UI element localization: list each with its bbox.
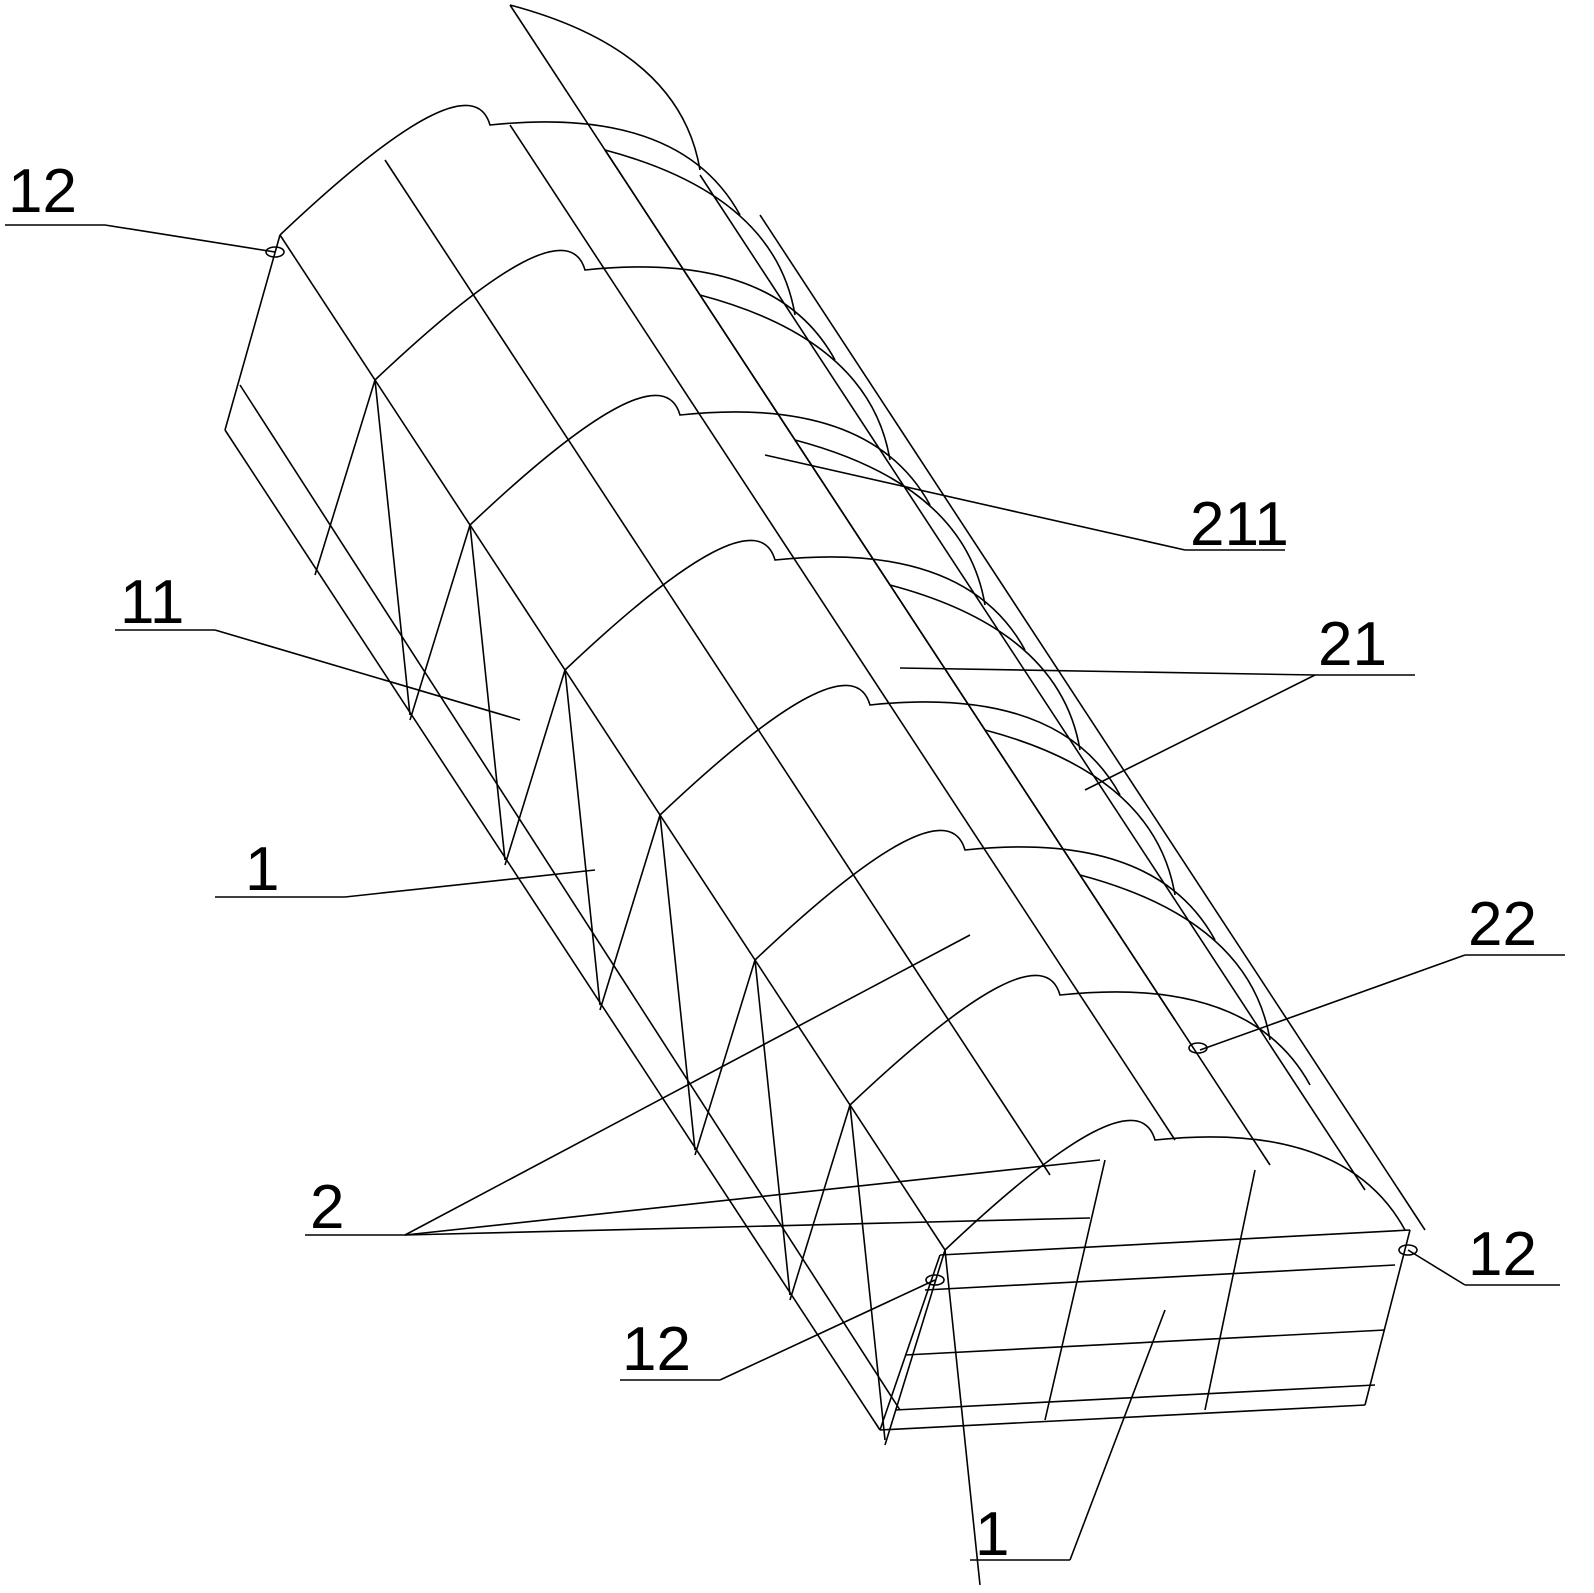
brace-line (754, 959, 791, 1296)
longitudinal-line (759, 214, 1426, 1231)
mounting-hole (1398, 1244, 1418, 1256)
longitudinal-line (279, 234, 946, 1251)
leader-line (404, 1217, 1091, 1236)
longitudinal-line (384, 159, 1051, 1176)
box-edge (224, 234, 281, 431)
leader-line (764, 454, 1186, 551)
arch-rib (279, 104, 741, 236)
side-fin (794, 439, 986, 606)
leader-line (899, 667, 1316, 676)
reference-labels: 12 211 11 21 1 22 2 12 12 1 (8, 157, 1537, 1569)
brace-line (564, 669, 601, 1006)
leader-line (214, 629, 521, 721)
leader-line (344, 869, 596, 898)
box-edge (224, 429, 881, 1431)
label-2: 2 (310, 1173, 344, 1242)
front-box-edge (939, 1229, 1411, 1256)
front-box-line (894, 1384, 1376, 1411)
brace-line (659, 814, 696, 1151)
leader-line (1069, 1309, 1166, 1561)
label-12-right: 12 (1468, 1220, 1537, 1289)
side-fin (604, 149, 796, 316)
leader-line (1407, 1249, 1466, 1286)
brace-line (504, 669, 566, 866)
longitudinal-line (509, 4, 1176, 1021)
front-box-line (1044, 1159, 1106, 1421)
front-box-line (924, 1264, 1396, 1291)
brace-line (694, 959, 756, 1156)
front-box-line (1204, 1169, 1256, 1411)
label-211: 211 (1190, 490, 1289, 559)
side-fin (889, 584, 1081, 751)
leader-line (1199, 954, 1466, 1051)
arched-structure (224, 4, 1426, 1586)
leader-line (404, 1159, 1101, 1236)
label-21: 21 (1318, 610, 1387, 679)
longitudinal-line (509, 124, 1176, 1141)
mounting-hole (265, 246, 285, 258)
label-1-bottom: 1 (975, 1500, 1009, 1569)
leader-line (404, 934, 971, 1236)
brace-line (374, 379, 411, 716)
brace-line (314, 379, 376, 576)
leader-line (1084, 674, 1316, 791)
leader-line (104, 224, 276, 253)
side-fin (984, 729, 1176, 896)
side-fin (699, 294, 891, 461)
leader-lines (5, 224, 1565, 1561)
brace-line (469, 524, 506, 861)
label-1-left: 1 (245, 835, 279, 904)
label-22: 22 (1468, 890, 1537, 959)
side-fin (1079, 874, 1271, 1041)
brace-line (944, 1249, 981, 1586)
label-11: 11 (120, 568, 184, 637)
front-box-edge (1364, 1229, 1411, 1406)
brace-line (789, 1104, 851, 1301)
box-edge (239, 384, 901, 1411)
brace-line (599, 814, 661, 1011)
longitudinal-line (699, 174, 1366, 1191)
label-12-top-left: 12 (8, 157, 77, 226)
brace-line (884, 1249, 946, 1446)
front-box-edge (879, 1404, 1366, 1431)
front-box-line (904, 1329, 1386, 1356)
brace-line (409, 524, 471, 721)
mounting-hole (925, 1274, 945, 1286)
label-12-bottom: 12 (622, 1315, 691, 1384)
leader-line (719, 1279, 936, 1381)
side-fin (509, 4, 701, 171)
brace-line (849, 1104, 886, 1441)
